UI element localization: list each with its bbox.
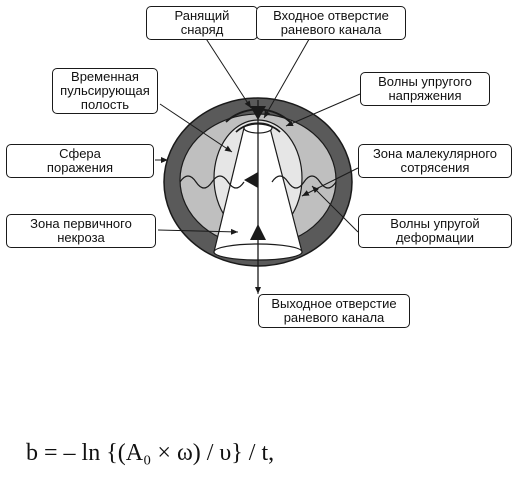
label-temp-cavity-line2: пульсирующая (60, 83, 150, 98)
label-stress-waves: Волны упругого напряжения (360, 72, 490, 106)
projectile-arrow-icon (250, 106, 266, 120)
label-entrance-line1: Входное отверстие (273, 8, 389, 23)
label-molecular-zone-line2: сотрясения (400, 160, 470, 175)
label-exit: Выходное отверстие раневого канала (258, 294, 410, 328)
label-stress-waves-line2: напряжения (388, 88, 462, 103)
label-entrance-line2: раневого канала (280, 22, 382, 37)
deformation-wave-right (271, 175, 337, 189)
label-temp-cavity-line3: полость (80, 97, 130, 112)
leader-molecular-zone (301, 167, 359, 197)
leader-deformation-waves (311, 185, 359, 233)
label-projectile-line1: Ранящий (174, 8, 230, 23)
label-damage-sphere-line1: Сфера (59, 146, 101, 161)
label-deformation-waves-line2: деформации (395, 230, 475, 245)
label-molecular-zone-line1: Зона малекулярного (372, 146, 498, 161)
leader-stress-waves (285, 93, 361, 127)
label-necrosis-zone: Зона первичного некроза (6, 214, 156, 248)
label-temp-cavity-line1: Временная (71, 69, 139, 84)
direction-arrow-icon (250, 224, 266, 240)
lateral-arrow-icon (244, 172, 258, 188)
leader-necrosis (157, 228, 239, 235)
label-deformation-waves: Волны упругой деформации (358, 214, 512, 248)
leader-temp-cavity (159, 103, 233, 153)
label-damage-sphere-line2: поражения (46, 160, 114, 175)
label-projectile-line2: снаряд (180, 22, 224, 37)
label-necrosis-zone-line2: некроза (57, 230, 105, 245)
leader-entrance (263, 33, 313, 119)
deformation-wave-left (179, 175, 245, 189)
leader-projectile (202, 33, 252, 109)
label-damage-sphere: Сфера поражения (6, 144, 154, 178)
label-exit-line1: Выходное отверстие (271, 296, 397, 311)
label-molecular-zone: Зона малекулярного сотрясения (358, 144, 512, 178)
label-exit-line2: раневого канала (283, 310, 385, 325)
label-temp-cavity: Временная пульсирующая полость (52, 68, 158, 114)
label-entrance: Входное отверстие раневого канала (256, 6, 406, 40)
label-necrosis-zone-line1: Зона первичного (30, 216, 132, 231)
label-projectile: Ранящий снаряд (146, 6, 258, 40)
label-deformation-waves-line1: Волны упругой (390, 216, 480, 231)
attenuation-formula: b = – ln {(A₀ × ω) / υ} / t, (26, 440, 275, 466)
label-stress-waves-line1: Волны упругого (378, 74, 472, 89)
